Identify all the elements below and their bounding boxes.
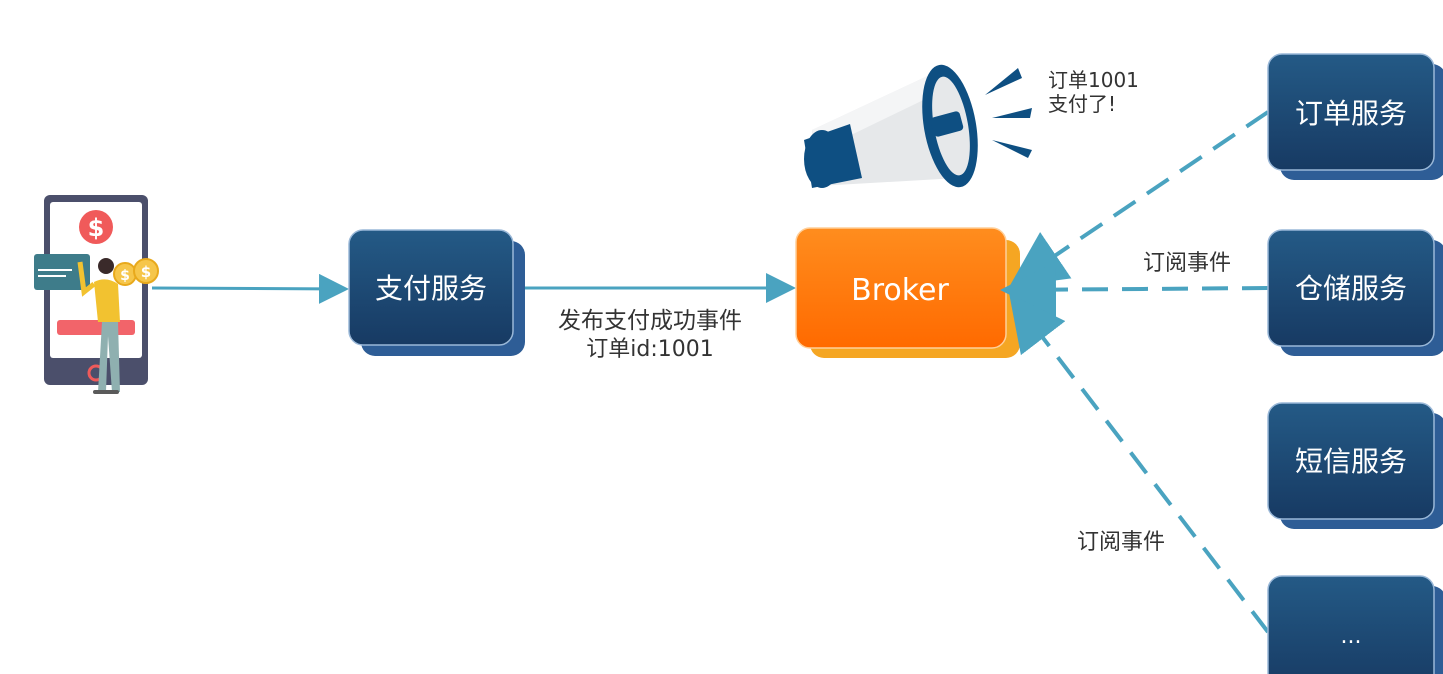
sms-service-box: 短信服务 [1267,402,1443,529]
broker-label: Broker [851,273,949,308]
warehouse-service-subscribe-arrow [1000,261,1269,318]
mobile-payment-illustration: $ $ $ [34,195,159,394]
more-services-label: ... [1341,624,1362,649]
subscribe-label-bottom: 订阅事件 [1077,530,1165,555]
coin-icon [133,258,159,284]
svg-text:$: $ [88,214,105,242]
sms-service-label: 短信服务 [1295,445,1407,478]
warehouse-service-box: 仓储服务 [1267,229,1443,356]
credit-card-icon [34,254,90,290]
announcement-line2: 支付了! [1048,92,1116,116]
order-id-label: 订单id:1001 [586,337,713,362]
order-service-box: 订单服务 [1267,53,1443,180]
warehouse-service-label: 仓储服务 [1295,272,1407,305]
announcement-line1: 订单1001 [1048,68,1139,92]
svg-text:$: $ [141,263,151,281]
person-icon [77,258,120,394]
payment-service-box: 支付服务 [348,229,525,356]
other-service-subscribe-arrow [1009,293,1270,634]
megaphone-icon [804,64,1032,188]
broker-box: Broker [795,227,1020,358]
subscribe-label-top: 订阅事件 [1143,251,1231,276]
order-service-label: 订单服务 [1295,97,1407,130]
payment-service-label: 支付服务 [375,272,487,305]
order-service-subscribe-arrow [1009,110,1270,287]
user-to-payment-arrow [151,273,349,304]
svg-text:$: $ [120,268,130,284]
publish-event-label: 发布支付成功事件 [558,308,742,334]
dollar-icon [79,210,113,244]
more-services-box: ... [1267,575,1443,674]
